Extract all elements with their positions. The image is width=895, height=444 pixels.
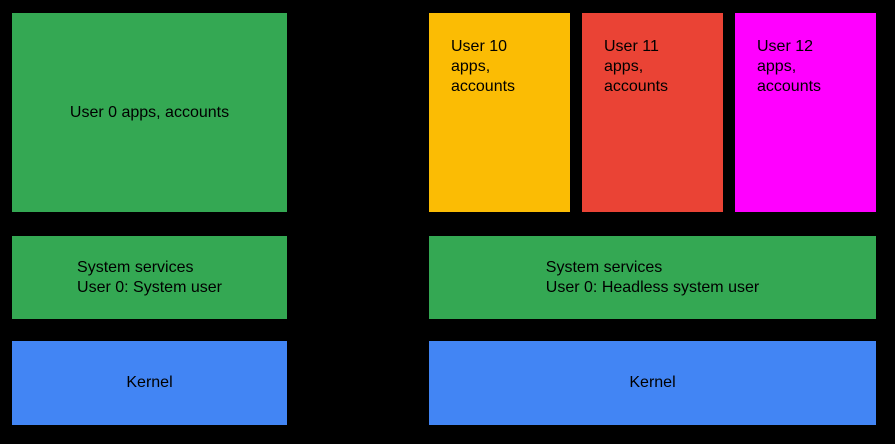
left-kernel-block: Kernel [12,341,287,425]
right-system-services-block: System services User 0: Headless system … [429,236,876,319]
left-system-services-label: System services User 0: System user [77,258,222,296]
right-kernel-block: Kernel [429,341,876,425]
user-11-apps-label: User 11 apps, accounts [604,38,669,95]
user-0-apps-block: User 0 apps, accounts [12,13,287,212]
left-kernel-label: Kernel [126,374,173,391]
user-0-apps-label: User 0 apps, accounts [69,103,230,121]
right-system-services-label: System services User 0: Headless system … [545,258,760,296]
user-11-apps-block: User 11 apps, accounts [582,13,723,212]
user-12-apps-label: User 12 apps, accounts [757,38,822,95]
left-system-services-block: System services User 0: System user [12,236,287,319]
user-10-apps-label: User 10 apps, accounts [451,38,516,95]
user-12-apps-block: User 12 apps, accounts [735,13,876,212]
right-kernel-label: Kernel [629,374,676,391]
user-10-apps-block: User 10 apps, accounts [429,13,570,212]
